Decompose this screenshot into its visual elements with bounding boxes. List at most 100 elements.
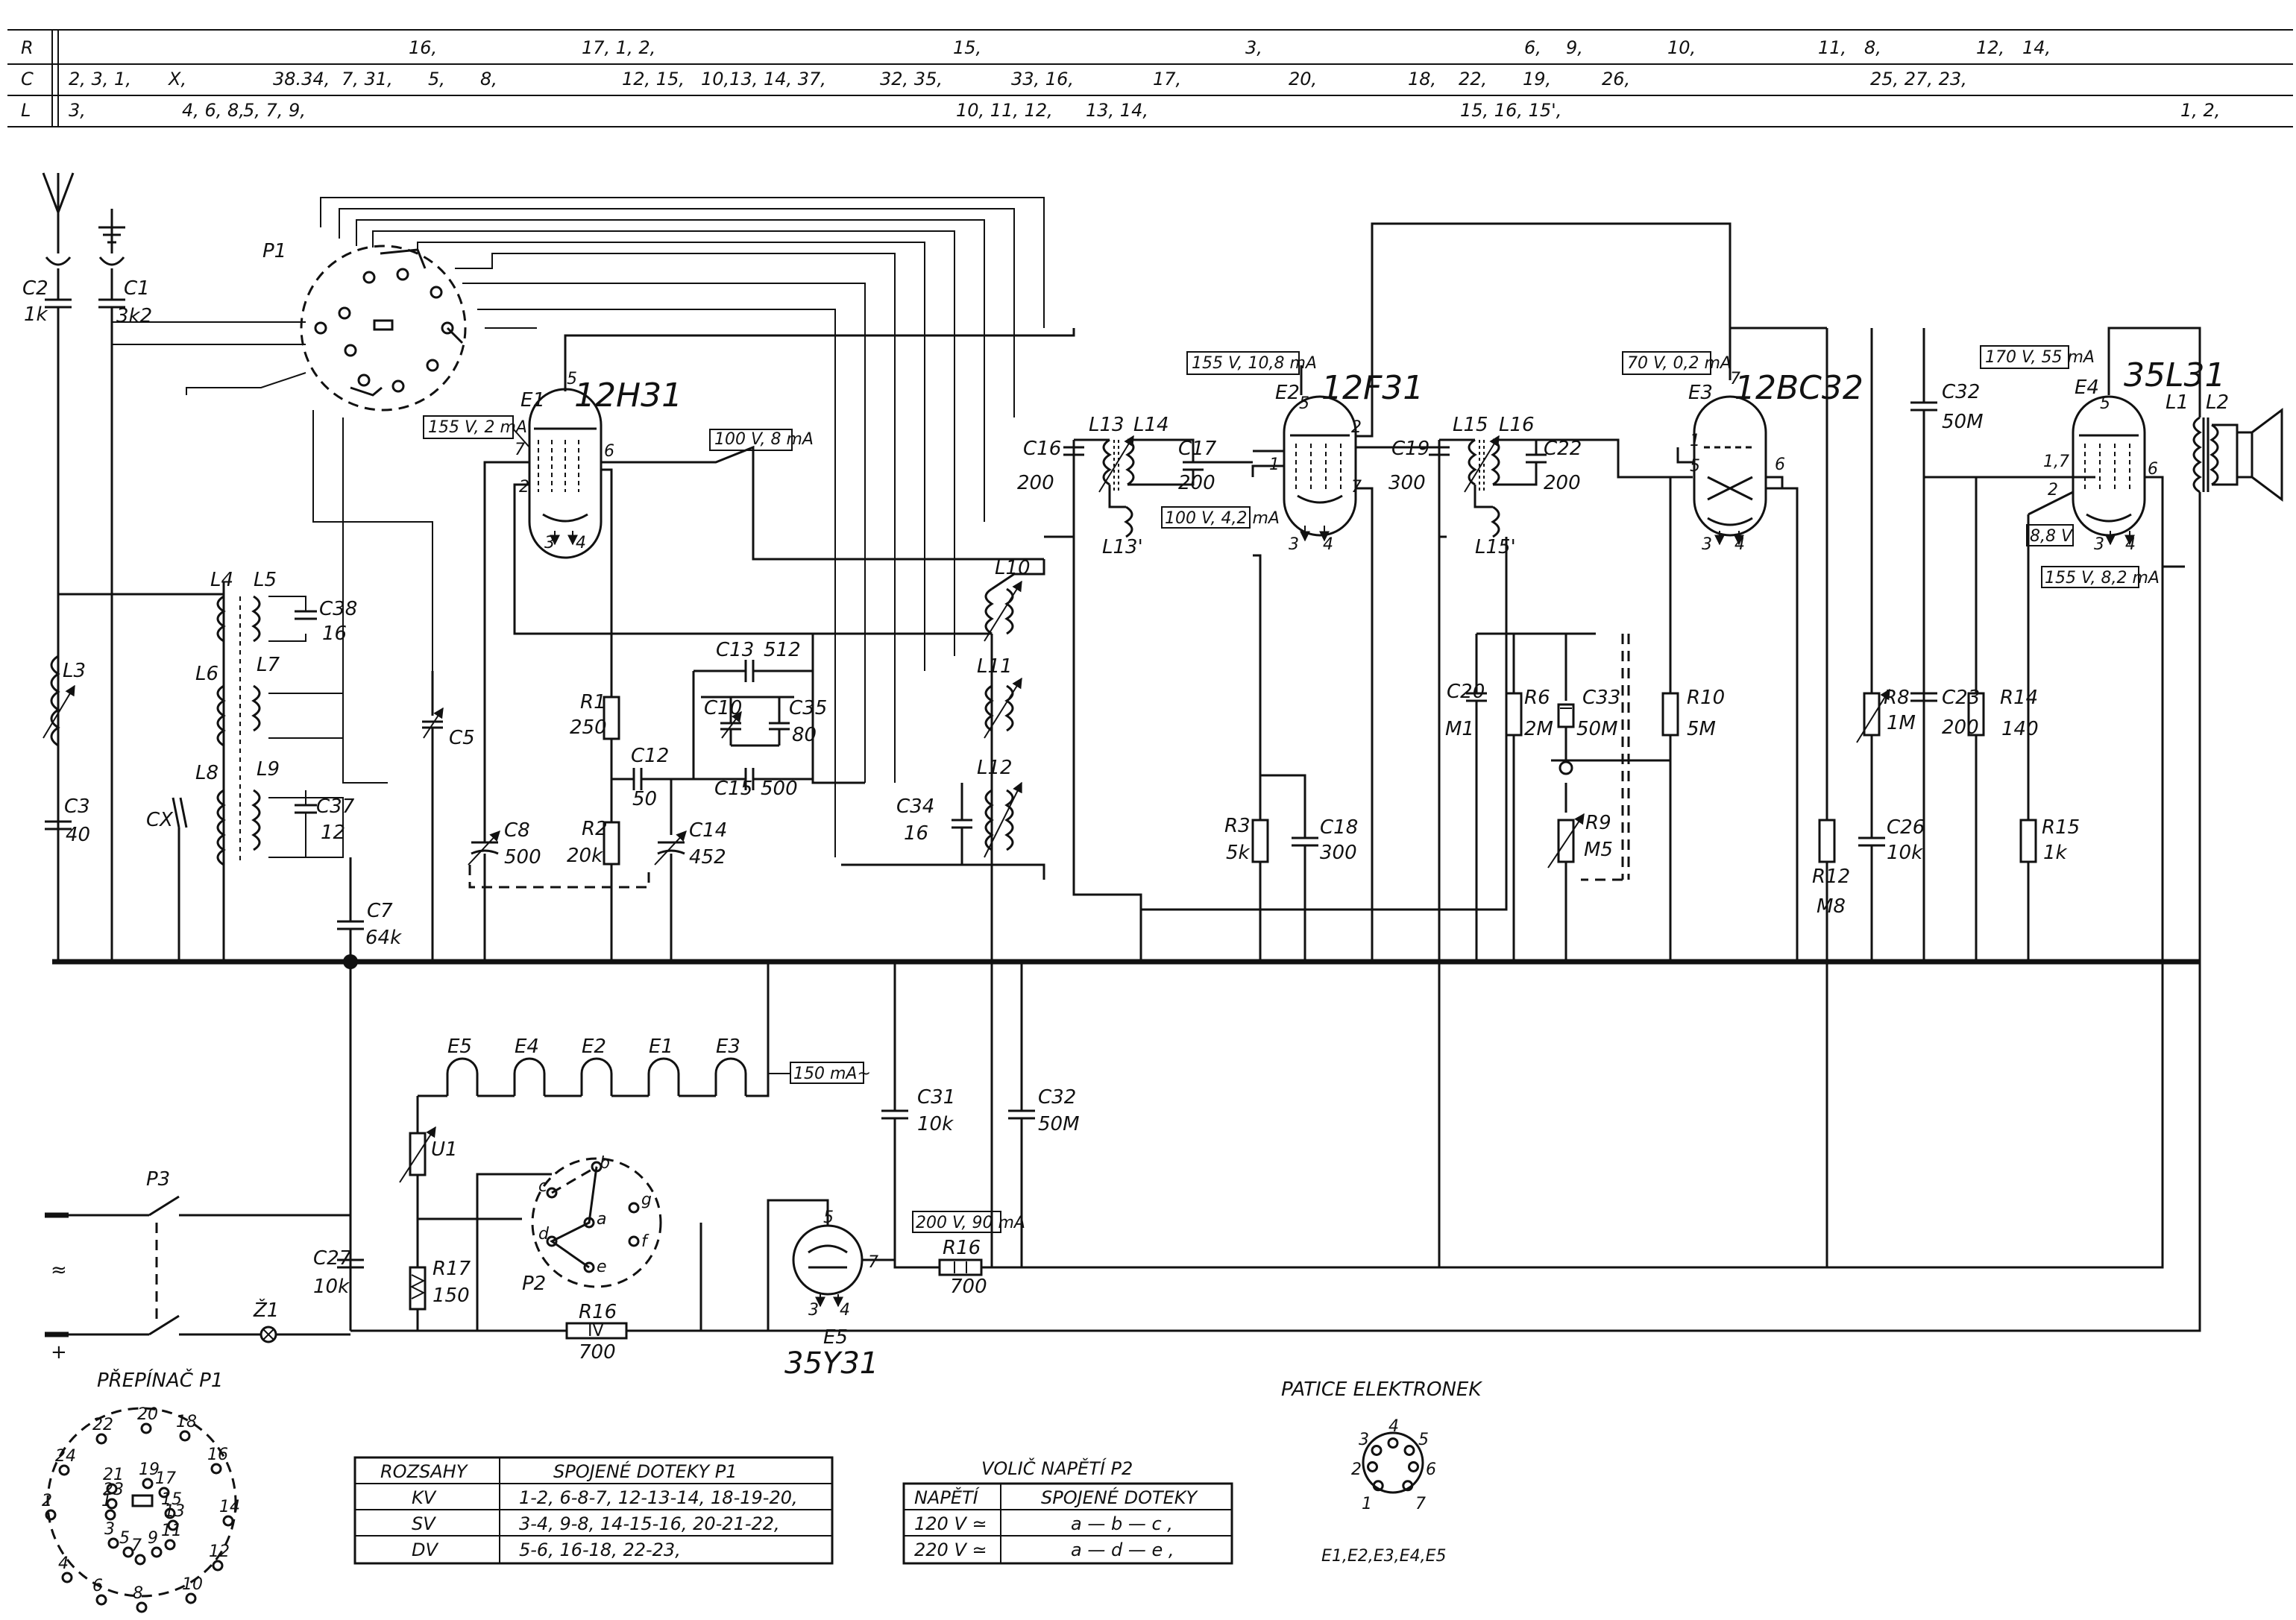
tube-socket-pin-label: 5 bbox=[1418, 1431, 1429, 1449]
ref-c: 20, bbox=[1289, 69, 1317, 89]
switch-p1-contact-dot bbox=[136, 1601, 148, 1613]
tube-e3: 12BC32 E3 70 V, 0,2 mA 7 1 5 6 3 4 bbox=[1622, 327, 1863, 962]
label-c37: C35 bbox=[789, 697, 827, 719]
label-l15p: L15' bbox=[1475, 536, 1516, 558]
switch-p1-contact-label: 8 bbox=[133, 1584, 143, 1603]
ranges-header: SPOJENÉ DOTEKY P1 bbox=[553, 1460, 737, 1482]
ref-c: 19, bbox=[1523, 69, 1551, 89]
ref-l: 15, 16, 15', bbox=[1460, 100, 1561, 121]
antenna-section: C2 1k C1 3k2 L3 C3 40 CX bbox=[22, 172, 224, 962]
switch-p1-contact-label: 13 bbox=[164, 1502, 185, 1521]
e1-pin: 4 bbox=[576, 534, 586, 552]
tube-e3-id: E3 bbox=[1688, 382, 1713, 404]
e2-cathode-network: R3 5k C18 300 bbox=[1224, 774, 1358, 962]
if-transformer-1: L13 L14 L13' C16 200 C17 200 bbox=[1017, 414, 1253, 962]
e1-plate-network: R1 250 C12 50 R2 20k C14 452 bbox=[567, 691, 727, 962]
heater-label: E4 bbox=[515, 1036, 539, 1058]
label-l13: L13 bbox=[1089, 414, 1125, 436]
tube-e2-id: E2 bbox=[1275, 382, 1300, 404]
detector-network: C20 M1 R6 2M C33 50M R9 M5 R10 5M bbox=[1445, 514, 1725, 962]
e5-pin: 7 bbox=[868, 1253, 878, 1272]
value-c25: 10k bbox=[1887, 842, 1923, 864]
switch-p1-contact-dot bbox=[107, 1537, 119, 1549]
label-c27: C32 bbox=[1942, 381, 1980, 403]
switch-p1-contact-label: 1 bbox=[101, 1492, 112, 1510]
ref-c: 22, bbox=[1459, 69, 1487, 89]
antenna-icon bbox=[42, 172, 75, 253]
voltage-cell: a — b — c , bbox=[1071, 1513, 1173, 1534]
label-l1: L1 bbox=[2166, 391, 2189, 414]
tube-e1: 12H31 E1 155 V, 2 mA 7 6 5 2 3 4 100 V, … bbox=[423, 328, 1075, 697]
tube-socket-pin-label: 1 bbox=[1362, 1495, 1372, 1513]
output-stage-network: R12 M8 R8 1M C26 10k C32 50M C23 200 R14… bbox=[1812, 328, 2095, 1267]
note-e4-grid: 8,8 V bbox=[2030, 527, 2074, 546]
value-r15: 700 bbox=[950, 1276, 987, 1298]
header-reference-table: R C L 16, 17, 1, 2, 15, 3, 6, 9, 10, 11,… bbox=[7, 29, 2293, 127]
tube-socket-pin-label: 7 bbox=[1415, 1495, 1426, 1513]
label-l3: L3 bbox=[63, 660, 86, 682]
switch-p1-contact-dot bbox=[95, 1594, 107, 1606]
value-c20: 300 bbox=[1320, 842, 1357, 864]
label-r9: R9 bbox=[1585, 812, 1611, 834]
value-r3: 5k bbox=[1226, 842, 1251, 864]
tube-socket-title: PATICE ELEKTRONEK bbox=[1281, 1378, 1482, 1401]
p2-contact: d bbox=[538, 1225, 550, 1244]
label-c38: C38 bbox=[319, 598, 357, 620]
switch-p1-contact-label: 14 bbox=[219, 1498, 240, 1516]
voltage-cell: a — d — e , bbox=[1071, 1539, 1174, 1560]
value-c16: 200 bbox=[1017, 472, 1054, 494]
note-e1-screen: 100 V, 8 mA bbox=[714, 430, 814, 449]
label-r6: R6 bbox=[1524, 687, 1550, 709]
switch-p1-contact-dot bbox=[134, 1554, 146, 1566]
heater-label: E1 bbox=[649, 1036, 673, 1058]
ref-r: 16, bbox=[409, 37, 437, 58]
e4-pin: 2 bbox=[2048, 481, 2058, 499]
switch-p1-contact-label: 4 bbox=[58, 1554, 69, 1573]
switch-p1-contact-label: 24 bbox=[55, 1447, 76, 1466]
heater-label: E5 bbox=[447, 1036, 472, 1058]
label-c14: C15 bbox=[714, 778, 752, 800]
label-p2: P2 bbox=[522, 1273, 546, 1295]
ranges-header: ROZSAHY bbox=[380, 1461, 469, 1482]
label-cx: CX bbox=[146, 809, 174, 831]
label-c20: C18 bbox=[1320, 816, 1358, 839]
switch-p1-contact-label: 7 bbox=[131, 1537, 142, 1555]
voltage-cell: 220 V ≃ bbox=[914, 1539, 987, 1560]
tube-socket-pin-label: 6 bbox=[1426, 1460, 1436, 1479]
switch-p1-contact-label: 18 bbox=[176, 1413, 197, 1431]
switch-p1-contact-dot bbox=[61, 1572, 73, 1583]
label-c3: C3 bbox=[64, 795, 90, 818]
label-c17: C17 bbox=[1178, 438, 1217, 460]
switch-p1-contact-dot bbox=[45, 1509, 57, 1521]
note-e4-plate: 155 V, 8,2 mA bbox=[2045, 569, 2160, 587]
ref-c: 26, bbox=[1602, 69, 1630, 89]
label-c34: C37 bbox=[316, 795, 355, 818]
waveband-switch-p1: P1 bbox=[112, 197, 1045, 857]
ref-r: 11, bbox=[1818, 37, 1846, 58]
speaker-icon bbox=[2236, 408, 2283, 502]
e3-pin: 1 bbox=[1690, 432, 1700, 450]
label-l8: L8 bbox=[195, 762, 218, 784]
r17-mark: IV bbox=[588, 1322, 604, 1340]
value-r16: 150 bbox=[433, 1285, 470, 1307]
switch-p1-contact-label: 11 bbox=[161, 1522, 182, 1540]
value-r11: M8 bbox=[1817, 895, 1846, 918]
note-e2-screen: 100 V, 4,2 mA bbox=[1165, 509, 1280, 528]
label-c7: C7 bbox=[367, 900, 393, 922]
value-c15: 452 bbox=[689, 846, 726, 869]
ref-c: 17, bbox=[1153, 69, 1181, 89]
label-c12: C12 bbox=[631, 745, 669, 767]
ref-c: 5, bbox=[428, 69, 445, 89]
label-r8: R8 bbox=[1884, 687, 1910, 709]
tube-socket-caption: E1,E2,E3,E4,E5 bbox=[1321, 1547, 1446, 1566]
label-c2: C2 bbox=[22, 277, 48, 300]
label-u1: U1 bbox=[431, 1138, 458, 1161]
switch-p1-contact-dot bbox=[164, 1507, 176, 1519]
tube-socket-pin-dot bbox=[1387, 1437, 1399, 1449]
ranges-cell: DV bbox=[412, 1539, 438, 1560]
e1-pin: 2 bbox=[519, 478, 529, 497]
tube-e2: 12F31 E2 155 V, 10,8 mA 5 1 2 7 3 4 100 … bbox=[1161, 222, 1732, 962]
value-r9: M5 bbox=[1584, 839, 1613, 861]
ref-c: X, bbox=[167, 69, 186, 89]
